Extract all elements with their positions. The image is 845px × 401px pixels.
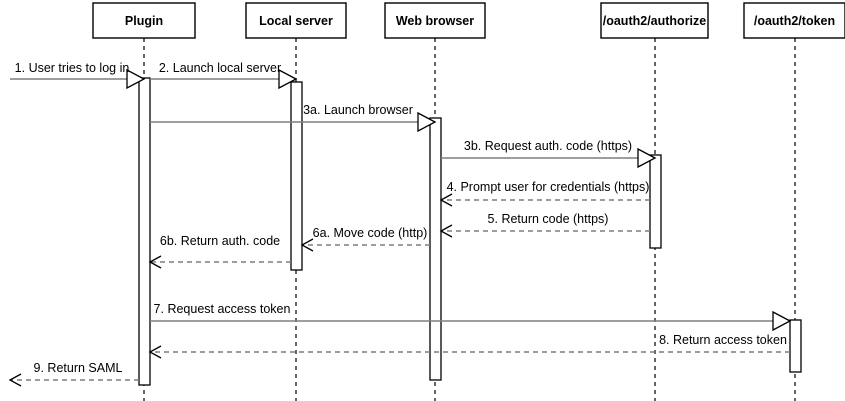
arrowhead-thin-6b — [148, 255, 162, 269]
message-3a[interactable]: 3a. Launch browser — [150, 103, 437, 133]
participant-box-authorize[interactable]: /oauth2/authorize — [600, 2, 709, 39]
message-7[interactable]: 7. Request access token — [150, 302, 792, 332]
message-5[interactable]: 5. Return code (https) — [439, 212, 650, 238]
messages-layer: 1. User tries to log in 2. Launch local s… — [8, 61, 792, 387]
message-label-6a: 6a. Move code (http) — [313, 226, 428, 240]
message-8[interactable]: 8. Return access token — [148, 333, 790, 359]
message-label-4: 4. Prompt user for credentials (https) — [447, 180, 650, 194]
message-label-3a: 3a. Launch browser — [303, 103, 413, 117]
arrowhead-open-3b — [637, 147, 657, 169]
message-6a[interactable]: 6a. Move code (http) — [300, 226, 430, 252]
participant-box-browser[interactable]: Web browser — [384, 2, 486, 39]
arrowhead-open-1 — [126, 68, 146, 90]
participant-label-token: /oauth2/token — [754, 14, 835, 28]
participant-label-authorize: /oauth2/authorize — [603, 14, 707, 28]
participant-label-local: Local server — [259, 14, 333, 28]
arrowhead-thin-4 — [439, 193, 453, 207]
message-1[interactable]: 1. User tries to log in — [10, 61, 146, 90]
participant-box-token[interactable]: /oauth2/token — [743, 2, 845, 39]
message-6b[interactable]: 6b. Return auth. code — [148, 234, 291, 269]
message-label-2: 2. Launch local server — [159, 61, 281, 75]
participant-label-plugin: Plugin — [125, 14, 163, 28]
message-label-7: 7. Request access token — [154, 302, 291, 316]
message-label-5: 5. Return code (https) — [488, 212, 609, 226]
participant-label-browser: Web browser — [396, 14, 474, 28]
arrowhead-thin-8 — [148, 345, 162, 359]
arrowhead-open-7 — [772, 310, 792, 332]
participant-boxes-layer: Plugin Local server Web browser/oauth2/aut… — [92, 2, 845, 39]
message-label-8: 8. Return access token — [659, 333, 787, 347]
activation-bar-authorize — [649, 154, 662, 249]
activations-layer — [138, 77, 802, 386]
activation-bar-browser — [429, 117, 442, 381]
message-4[interactable]: 4. Prompt user for credentials (https) — [439, 180, 650, 207]
arrowhead-open-3a — [417, 111, 437, 133]
message-3b[interactable]: 3b. Request auth. code (https) — [441, 139, 657, 169]
message-2[interactable]: 2. Launch local server — [150, 61, 298, 90]
message-label-1: 1. User tries to log in — [15, 61, 130, 75]
message-9[interactable]: 9. Return SAML — [8, 361, 139, 387]
participant-box-plugin[interactable]: Plugin — [92, 2, 196, 39]
activation-bar-token — [789, 319, 802, 373]
arrowhead-thin-6a — [300, 238, 314, 252]
activation-bar-plugin — [138, 77, 151, 386]
activation-bar-local — [290, 81, 303, 271]
message-label-3b: 3b. Request auth. code (https) — [464, 139, 632, 153]
message-label-9: 9. Return SAML — [34, 361, 123, 375]
arrowhead-open-2 — [278, 68, 298, 90]
participant-box-local[interactable]: Local server — [245, 2, 347, 39]
arrowhead-thin-9 — [8, 373, 22, 387]
arrowhead-thin-5 — [439, 224, 453, 238]
message-label-6b: 6b. Return auth. code — [160, 234, 280, 248]
